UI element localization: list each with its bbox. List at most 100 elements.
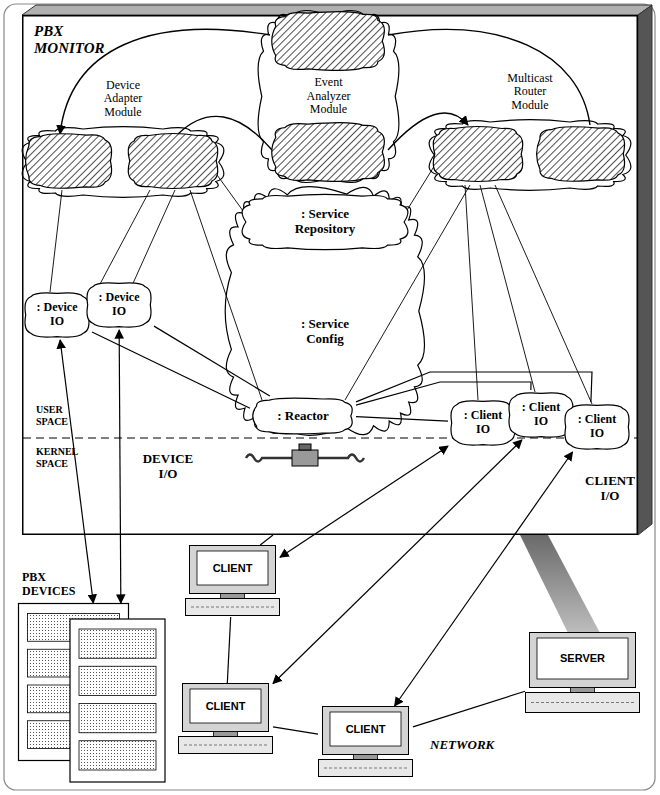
hatched-cloud <box>26 134 112 189</box>
monitor-frame: Event Analyzer Module Device Adapter Modu… <box>22 15 638 535</box>
monitor-case <box>530 633 636 688</box>
region-label: DEVICE I/O <box>140 452 196 482</box>
frame-side-bevel <box>638 5 652 535</box>
io-cloud: : Client IO <box>562 402 632 452</box>
cloud-outline <box>258 10 399 182</box>
region-label: USER SPACE <box>36 404 76 427</box>
device-panel <box>79 666 156 695</box>
monitor-stand <box>354 755 378 760</box>
cloud-outline <box>87 283 151 327</box>
label-holder: CLIENT I/O <box>585 474 635 504</box>
monitor-case <box>323 707 409 755</box>
wire <box>100 190 150 284</box>
keyboard <box>526 693 640 713</box>
module-cloud: Multicast Router Module <box>425 117 635 193</box>
wire <box>495 185 592 404</box>
device-panel <box>79 629 156 658</box>
kernel-boundary <box>23 438 637 439</box>
monitor-screen <box>197 551 268 585</box>
flow-arc <box>388 30 590 125</box>
node-label: Event Analyzer Module <box>299 76 359 117</box>
node-label: : Device IO <box>92 291 146 319</box>
monitor-case <box>190 546 276 594</box>
cloud-outline <box>22 127 224 198</box>
keyboard-keys <box>531 702 634 703</box>
node-label: CLIENT <box>330 723 401 736</box>
io-cloud: : Client IO <box>448 398 518 448</box>
node-label: CLIENT <box>190 700 261 713</box>
computer-icon: CLIENT <box>185 545 280 617</box>
node-label: : Service Repository <box>285 207 365 237</box>
connector <box>280 446 448 557</box>
module-cloud: Device Adapter Module <box>18 124 228 200</box>
connector <box>119 330 121 603</box>
cloud-outline <box>509 393 573 437</box>
cloud-outline <box>451 401 515 445</box>
computer-icon: CLIENT <box>318 706 413 778</box>
computer-icon-shape <box>525 632 640 714</box>
device-cabinet <box>70 619 165 782</box>
hatched-cloud <box>433 127 522 182</box>
keyboard-keys <box>324 768 407 769</box>
region-label: NETWORK <box>430 738 520 753</box>
cable <box>318 455 364 462</box>
label-holder: KERNEL SPACE <box>36 446 82 469</box>
computer-icon-shape <box>318 706 413 778</box>
node-label: : Service Config <box>290 317 360 347</box>
connector <box>413 691 525 727</box>
hatched-cloud <box>128 134 217 189</box>
wire <box>130 190 175 290</box>
component-cloud: : Service Repository : Reactor : Service C… <box>222 180 428 442</box>
keyboard <box>186 599 280 616</box>
frame-outline <box>23 16 638 535</box>
network-jack <box>246 444 364 466</box>
keyboard-keys <box>191 607 274 608</box>
cable <box>246 455 292 462</box>
cloud-outline <box>253 398 352 434</box>
label-holder: USER SPACE <box>36 404 76 427</box>
wire <box>50 190 62 292</box>
connector <box>227 617 230 683</box>
component-cloud: : Reactor <box>250 396 356 436</box>
hatched-cloud <box>537 127 625 182</box>
node-label: Device Adapter Module <box>93 79 153 120</box>
cloud-outline <box>25 293 89 337</box>
connector <box>60 340 93 603</box>
computer-icon-shape <box>178 683 273 755</box>
module-cloud-shape <box>18 124 228 200</box>
label-holder: DEVICE I/O <box>140 452 196 482</box>
cloud-outline <box>242 194 408 249</box>
region-label: KERNEL SPACE <box>36 446 82 469</box>
monitor-stand <box>221 594 245 599</box>
io-cloud: : Device IO <box>84 280 154 330</box>
node-label: PBX MONITOR <box>34 23 124 58</box>
keyboard <box>319 760 413 777</box>
node-label: : Client IO <box>514 401 568 429</box>
hatched-cloud <box>272 123 385 182</box>
computer-icon: SERVER <box>525 632 640 714</box>
wiring <box>50 160 592 404</box>
node-label: CLIENT <box>197 562 268 575</box>
wire <box>465 185 478 400</box>
node-label: SERVER <box>537 652 628 665</box>
module-cloud: Event Analyzer Module <box>255 5 402 188</box>
keyboard <box>179 737 273 754</box>
jack-plug <box>299 444 311 450</box>
monitor-case <box>183 684 269 732</box>
io-cloud: : Device IO <box>22 290 92 340</box>
node-label: Multicast Router Module <box>500 72 560 113</box>
cloud-outline <box>429 120 631 191</box>
device-panel <box>79 704 156 733</box>
node-label: PBX DEVICES <box>22 571 92 599</box>
node-label: : Client IO <box>570 413 624 441</box>
page-border <box>4 4 655 790</box>
node-label: : Reactor <box>258 409 348 424</box>
node-label: : Client IO <box>456 409 510 437</box>
connector <box>273 727 318 734</box>
jack-body <box>292 450 318 466</box>
cloud-outline <box>225 187 424 436</box>
node-label: : Device IO <box>30 301 84 329</box>
module-cloud-shape <box>425 117 635 193</box>
monitor-screen <box>190 689 261 723</box>
